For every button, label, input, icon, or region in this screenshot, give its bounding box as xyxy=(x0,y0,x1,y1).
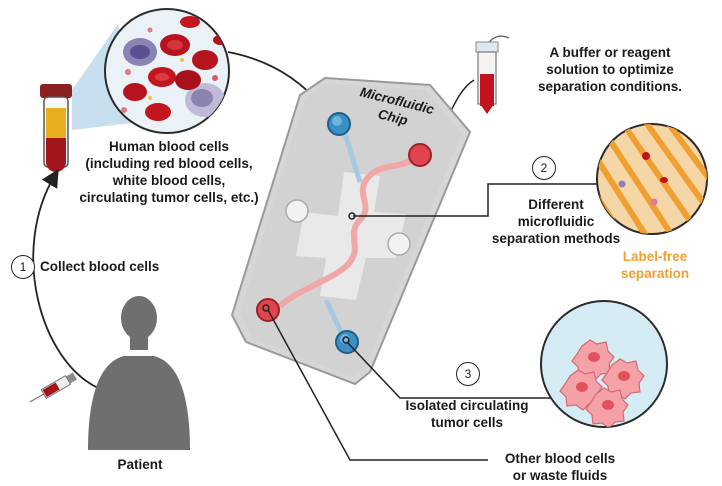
methods-line3: separation methods xyxy=(491,231,621,246)
buffer-line2: solution to optimize xyxy=(546,62,674,77)
isolated-leader xyxy=(346,341,558,399)
syringe-icon xyxy=(29,372,77,403)
human-blood-cells-line3: white blood cells, xyxy=(112,173,226,188)
step-3-marker: 3 xyxy=(456,362,480,386)
isolated-line2: tumor cells xyxy=(430,415,504,430)
label-free-label: Label-free separation xyxy=(603,248,707,282)
patient-silhouette-icon xyxy=(88,296,190,450)
isolated-label: Isolated circulating tumor cells xyxy=(392,397,542,431)
human-blood-cells-title: Human blood cells xyxy=(108,139,230,154)
other-line1: Other blood cells xyxy=(504,451,616,466)
label-free-separation-icon xyxy=(596,123,708,235)
human-blood-cells-line2: (including red blood cells, xyxy=(85,156,253,171)
collect-arrow xyxy=(32,168,99,389)
other-label: Other blood cells or waste fluids xyxy=(490,450,630,484)
red-inlet xyxy=(408,143,432,167)
human-blood-cells-label: Human blood cells (including red blood c… xyxy=(66,138,272,206)
pipette-tube-icon xyxy=(475,35,510,114)
blood-cells-magnified-icon xyxy=(104,8,230,134)
label-free-line1: Label-free xyxy=(622,249,688,264)
buffer-line1: A buffer or reagent xyxy=(549,45,671,60)
blood-tube-icon xyxy=(40,84,72,172)
microfluidic-chip-icon xyxy=(230,76,472,386)
methods-leader xyxy=(353,183,600,217)
other-leader xyxy=(267,309,488,461)
other-line2: or waste fluids xyxy=(512,468,608,483)
human-blood-cells-line4: circulating tumor cells, etc.) xyxy=(79,190,259,205)
label-free-line2: separation xyxy=(620,266,690,281)
buffer-label: A buffer or reagent solution to optimize… xyxy=(510,44,710,95)
methods-line2: microfluidic xyxy=(517,214,595,229)
tumor-cells-magnified-icon xyxy=(540,300,668,428)
patient-label: Patient xyxy=(117,457,163,472)
isolated-line1: Isolated circulating xyxy=(405,398,529,413)
methods-line1: Different xyxy=(528,197,584,212)
buffer-line3: separation conditions. xyxy=(537,79,683,94)
step-1-marker: 1 xyxy=(11,255,35,279)
methods-label: Different microfluidic separation method… xyxy=(486,196,626,247)
step-2-marker: 2 xyxy=(532,156,556,180)
collect-label: Collect blood cells xyxy=(40,259,160,274)
